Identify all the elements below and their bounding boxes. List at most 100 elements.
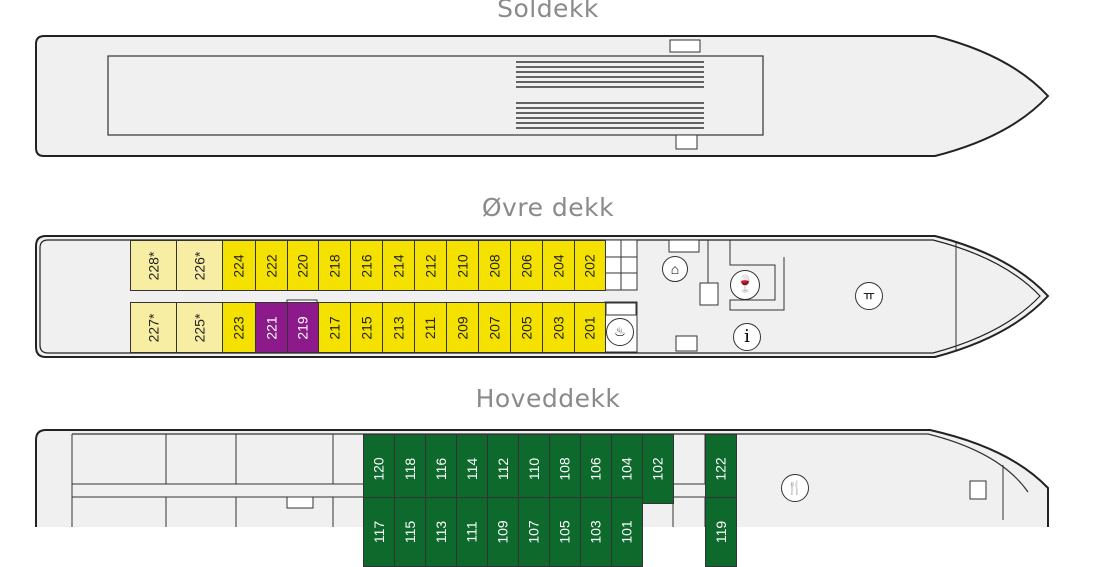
cabin-number: 105 bbox=[556, 520, 573, 544]
cabin-number: 120 bbox=[370, 457, 387, 481]
cabin-203[interactable]: 203 bbox=[542, 302, 575, 353]
cabin-number: 207 bbox=[486, 315, 503, 340]
cabin-106[interactable]: 106 bbox=[580, 434, 612, 504]
cabin-226[interactable]: 226* bbox=[176, 240, 223, 291]
deck-title-soldekk: Soldekk bbox=[497, 0, 599, 23]
cabin-224[interactable]: 224 bbox=[222, 240, 256, 291]
cabin-104[interactable]: 104 bbox=[611, 434, 643, 504]
sun-deck-hull bbox=[35, 35, 1050, 157]
cabin-228[interactable]: 228* bbox=[130, 240, 177, 291]
cabin-120[interactable]: 120 bbox=[363, 434, 395, 504]
cabin-117[interactable]: 117 bbox=[363, 497, 395, 567]
cabin-206[interactable]: 206 bbox=[510, 240, 543, 291]
cabin-number: 208 bbox=[486, 253, 503, 278]
cabin-number: 213 bbox=[390, 315, 407, 340]
cabin-number: 226* bbox=[191, 251, 208, 280]
cabin-105[interactable]: 105 bbox=[549, 497, 581, 567]
cabin-119[interactable]: 119 bbox=[705, 497, 737, 567]
cabin-number: 215 bbox=[358, 315, 375, 340]
cabin-107[interactable]: 107 bbox=[518, 497, 550, 567]
cabin-214[interactable]: 214 bbox=[382, 240, 415, 291]
cabin-116[interactable]: 116 bbox=[425, 434, 457, 504]
cabin-number: 119 bbox=[712, 520, 729, 544]
cabin-number: 210 bbox=[454, 253, 471, 278]
cabin-number: 116 bbox=[432, 457, 449, 481]
deck-plan-drawing bbox=[35, 35, 1050, 527]
cabin-213[interactable]: 213 bbox=[382, 302, 415, 353]
cabin-number: 206 bbox=[518, 253, 535, 278]
deck-title-ovre-dekk: Øvre dekk bbox=[481, 193, 615, 222]
cabin-103[interactable]: 103 bbox=[580, 497, 612, 567]
cabin-number: 203 bbox=[550, 315, 567, 340]
lounge-icon: ㅠ bbox=[855, 282, 883, 310]
cabin-number: 223 bbox=[230, 315, 247, 340]
cabin-225[interactable]: 225* bbox=[176, 302, 223, 353]
cabin-number: 214 bbox=[390, 253, 407, 278]
cabin-number: 109 bbox=[494, 520, 511, 544]
cabin-number: 108 bbox=[556, 457, 573, 481]
cabin-223[interactable]: 223 bbox=[222, 302, 256, 353]
cabin-number: 221 bbox=[263, 315, 280, 340]
cabin-115[interactable]: 115 bbox=[394, 497, 426, 567]
cabin-218[interactable]: 218 bbox=[318, 240, 351, 291]
cabin-number: 222 bbox=[263, 253, 280, 278]
info-icon: i bbox=[733, 323, 761, 351]
cabin-122[interactable]: 122 bbox=[705, 434, 737, 504]
cabin-220[interactable]: 220 bbox=[287, 240, 319, 291]
cabin-number: 113 bbox=[432, 520, 449, 544]
cabin-215[interactable]: 215 bbox=[350, 302, 383, 353]
cabin-number: 103 bbox=[587, 520, 604, 544]
cabin-number: 104 bbox=[618, 457, 635, 481]
cabin-211[interactable]: 211 bbox=[414, 302, 447, 353]
cabin-number: 118 bbox=[401, 457, 418, 481]
cabin-221[interactable]: 221 bbox=[255, 302, 288, 353]
cabin-207[interactable]: 207 bbox=[478, 302, 511, 353]
cabin-113[interactable]: 113 bbox=[425, 497, 457, 567]
cabin-number: 225* bbox=[191, 313, 208, 342]
cabin-212[interactable]: 212 bbox=[414, 240, 447, 291]
stairs-icon bbox=[669, 39, 701, 150]
cabin-number: 216 bbox=[358, 253, 375, 278]
cabin-216[interactable]: 216 bbox=[350, 240, 383, 291]
bar-glasses-icon: 🍷 bbox=[730, 270, 760, 300]
cabin-109[interactable]: 109 bbox=[487, 497, 519, 567]
cabin-208[interactable]: 208 bbox=[478, 240, 511, 291]
deck-title-hoveddekk: Hoveddekk bbox=[475, 384, 621, 413]
cabin-number: 110 bbox=[525, 457, 542, 481]
cabin-110[interactable]: 110 bbox=[518, 434, 550, 504]
cabin-102[interactable]: 102 bbox=[642, 434, 674, 504]
cabin-number: 227* bbox=[145, 313, 162, 342]
cabin-number: 218 bbox=[326, 253, 343, 278]
spa-icon: ♨ bbox=[606, 318, 634, 346]
cabin-112[interactable]: 112 bbox=[487, 434, 519, 504]
cabin-number: 102 bbox=[649, 457, 666, 481]
cabin-217[interactable]: 217 bbox=[318, 302, 351, 353]
cabin-205[interactable]: 205 bbox=[510, 302, 543, 353]
cabin-202[interactable]: 202 bbox=[574, 240, 606, 291]
cabin-number: 211 bbox=[422, 316, 439, 339]
cabin-number: 114 bbox=[463, 457, 480, 481]
cabin-number: 101 bbox=[618, 520, 635, 544]
cabin-101[interactable]: 101 bbox=[611, 497, 643, 567]
cabin-number: 224 bbox=[230, 253, 247, 278]
cabin-227[interactable]: 227* bbox=[130, 302, 177, 353]
cabin-210[interactable]: 210 bbox=[446, 240, 479, 291]
cabin-number: 205 bbox=[518, 315, 535, 340]
cabin-222[interactable]: 222 bbox=[255, 240, 288, 291]
cabin-108[interactable]: 108 bbox=[549, 434, 581, 504]
cabin-118[interactable]: 118 bbox=[394, 434, 426, 504]
cabin-209[interactable]: 209 bbox=[446, 302, 479, 353]
cabin-number: 115 bbox=[401, 520, 418, 544]
cabin-114[interactable]: 114 bbox=[456, 434, 488, 504]
cabin-number: 106 bbox=[587, 457, 604, 481]
cabin-201[interactable]: 201 bbox=[574, 302, 606, 353]
cabin-number: 122 bbox=[712, 457, 729, 481]
cabin-204[interactable]: 204 bbox=[542, 240, 575, 291]
cabin-number: 112 bbox=[494, 457, 511, 481]
cabin-219[interactable]: 219 bbox=[287, 302, 319, 353]
cabin-number: 107 bbox=[525, 520, 542, 544]
cabin-111[interactable]: 111 bbox=[456, 497, 488, 567]
cabin-number: 212 bbox=[422, 253, 439, 278]
cabin-number: 202 bbox=[581, 253, 598, 278]
cabin-number: 209 bbox=[454, 315, 471, 340]
